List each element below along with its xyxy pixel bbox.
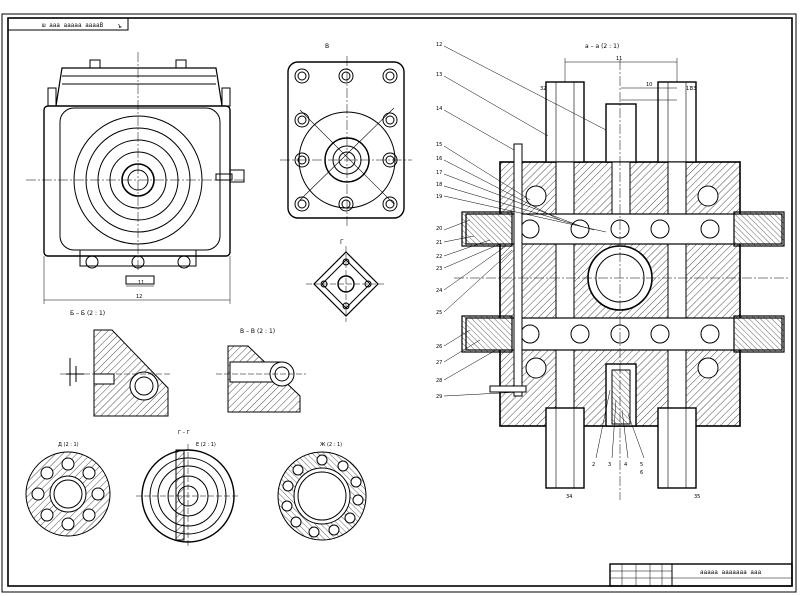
dim-main-right: 11 [686, 86, 692, 92]
callout-18: 29 [436, 394, 442, 400]
callout-11: 22 [436, 254, 442, 260]
callout-foot-right: 35 [694, 494, 700, 500]
section-main-label: а – а (2 : 1) [585, 43, 619, 50]
stamp-title: ааааа ааааааа ааа [700, 569, 762, 576]
ring-1 [25, 451, 111, 537]
callout-10: 21 [436, 240, 442, 246]
callout-13: 24 [436, 288, 442, 294]
title-block [609, 563, 793, 587]
callout-12: 23 [436, 266, 442, 272]
callouts-left: 12 13 14 15 16 17 18 19 20 21 22 23 24 2… [436, 42, 442, 400]
callout-b3: 4 [624, 462, 627, 468]
section-2 [216, 345, 306, 413]
callout-top-left: 32 [540, 86, 546, 92]
callout-1: 12 [436, 42, 442, 48]
callout-17: 28 [436, 378, 442, 384]
callout-7: 18 [436, 182, 442, 188]
dim-top-inner: 10 [646, 82, 652, 88]
main-section [454, 58, 790, 500]
callout-8: 19 [436, 194, 442, 200]
callout-b4: 5 [640, 462, 643, 468]
callout-4: 15 [436, 142, 442, 148]
callout-3: 14 [436, 106, 442, 112]
leader-lines [443, 45, 645, 459]
ring-2-label: Е (2 : 1) [196, 442, 216, 448]
header-code: ш ааа ааааа ааааВ [42, 22, 104, 29]
header-box [7, 17, 129, 31]
callout-foot-left: 34 [566, 494, 572, 500]
callout-2: 13 [436, 72, 442, 78]
ring-3-label: Ж (2 : 1) [320, 442, 342, 448]
view-b-label: В [325, 43, 329, 50]
view-g [306, 246, 386, 322]
header-mark: ъ [118, 23, 122, 30]
callout-b1: 2 [592, 462, 595, 468]
callout-9: 20 [436, 226, 442, 232]
section-1 [60, 329, 172, 417]
dim-front-small: 11 [138, 280, 144, 286]
front-view [26, 52, 245, 304]
outer-frame [1, 13, 797, 593]
ring-3 [277, 451, 367, 541]
callout-15: 26 [436, 344, 442, 350]
section-3-label: Г – Г [178, 430, 190, 436]
view-g-label: Г [340, 239, 344, 246]
dim-top-span: 11 [616, 56, 622, 62]
callouts-bottom: 2 3 4 5 6 [592, 462, 643, 476]
section-1-label: Б – Б (2 : 1) [70, 310, 105, 317]
ring-2 [136, 444, 240, 548]
callout-5: 16 [436, 156, 442, 162]
callout-b2: 3 [608, 462, 611, 468]
inner-frame [7, 17, 793, 587]
view-b [280, 56, 412, 226]
callout-6: 17 [436, 170, 442, 176]
ring-1-label: Д (2 : 1) [58, 442, 79, 448]
dim-front-width: 12 [136, 294, 142, 300]
callout-top-right: 33 [690, 86, 696, 92]
section-2-label: В – В (2 : 1) [240, 328, 275, 335]
callout-14: 25 [436, 310, 442, 316]
callout-16: 27 [436, 360, 442, 366]
callout-b5: 6 [640, 470, 643, 476]
